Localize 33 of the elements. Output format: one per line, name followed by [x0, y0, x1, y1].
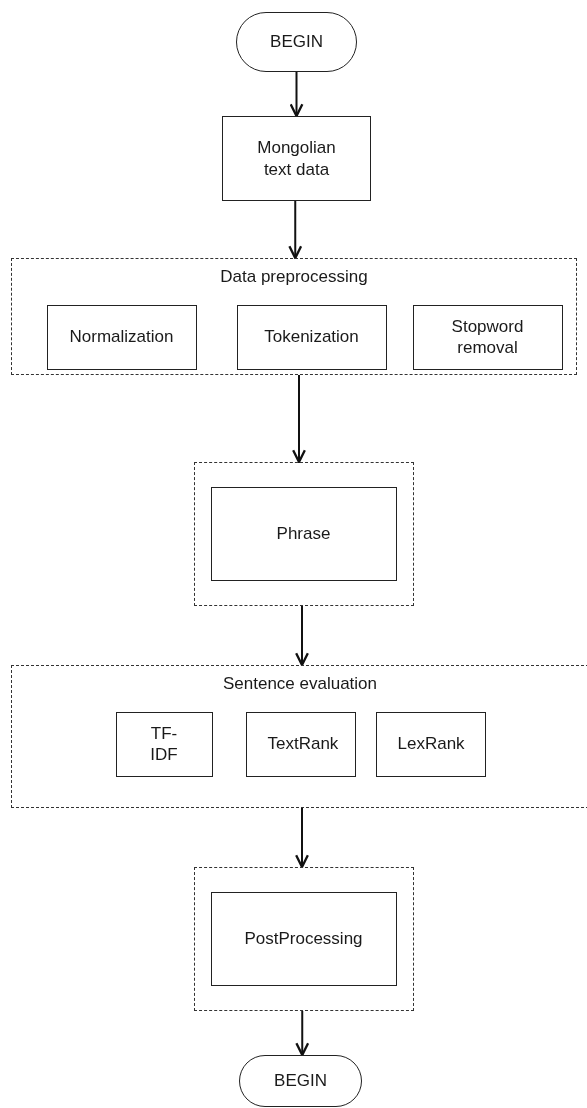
process-box — [236, 304, 387, 370]
arrow — [295, 807, 309, 869]
dashed-group-box — [194, 462, 414, 606]
arrow — [295, 1010, 310, 1057]
terminal-pill — [236, 12, 357, 72]
node-label: Stopword removal — [450, 315, 525, 359]
node-label: Mongolian text data — [256, 137, 337, 180]
group-title: Sentence evaluation — [222, 674, 378, 694]
dashed-group-box — [194, 867, 414, 1011]
node-label: Phrase — [276, 522, 331, 545]
node-label: PostProcessing — [244, 927, 363, 950]
process-box — [412, 304, 563, 370]
arrow — [288, 200, 303, 260]
node-label: BEGIN — [270, 31, 323, 53]
node-label: Tokenization — [264, 326, 359, 348]
process-box — [210, 486, 397, 581]
group-frame — [11, 665, 587, 808]
group-title: Data preprocessing — [220, 267, 368, 287]
node-label: TF-IDF — [149, 722, 179, 766]
process-box — [245, 711, 356, 777]
node-label: LexRank — [397, 733, 464, 755]
process-box — [115, 711, 213, 777]
terminal-pill — [239, 1055, 362, 1107]
arrow — [295, 605, 309, 667]
process-box — [222, 116, 371, 201]
arrow — [289, 71, 304, 118]
node-label: Normalization — [69, 326, 174, 348]
node-label: BEGIN — [274, 1070, 327, 1092]
arrow — [292, 374, 306, 464]
process-box — [46, 304, 197, 370]
group-frame — [11, 258, 577, 375]
process-box — [210, 891, 397, 986]
process-box — [375, 711, 486, 777]
